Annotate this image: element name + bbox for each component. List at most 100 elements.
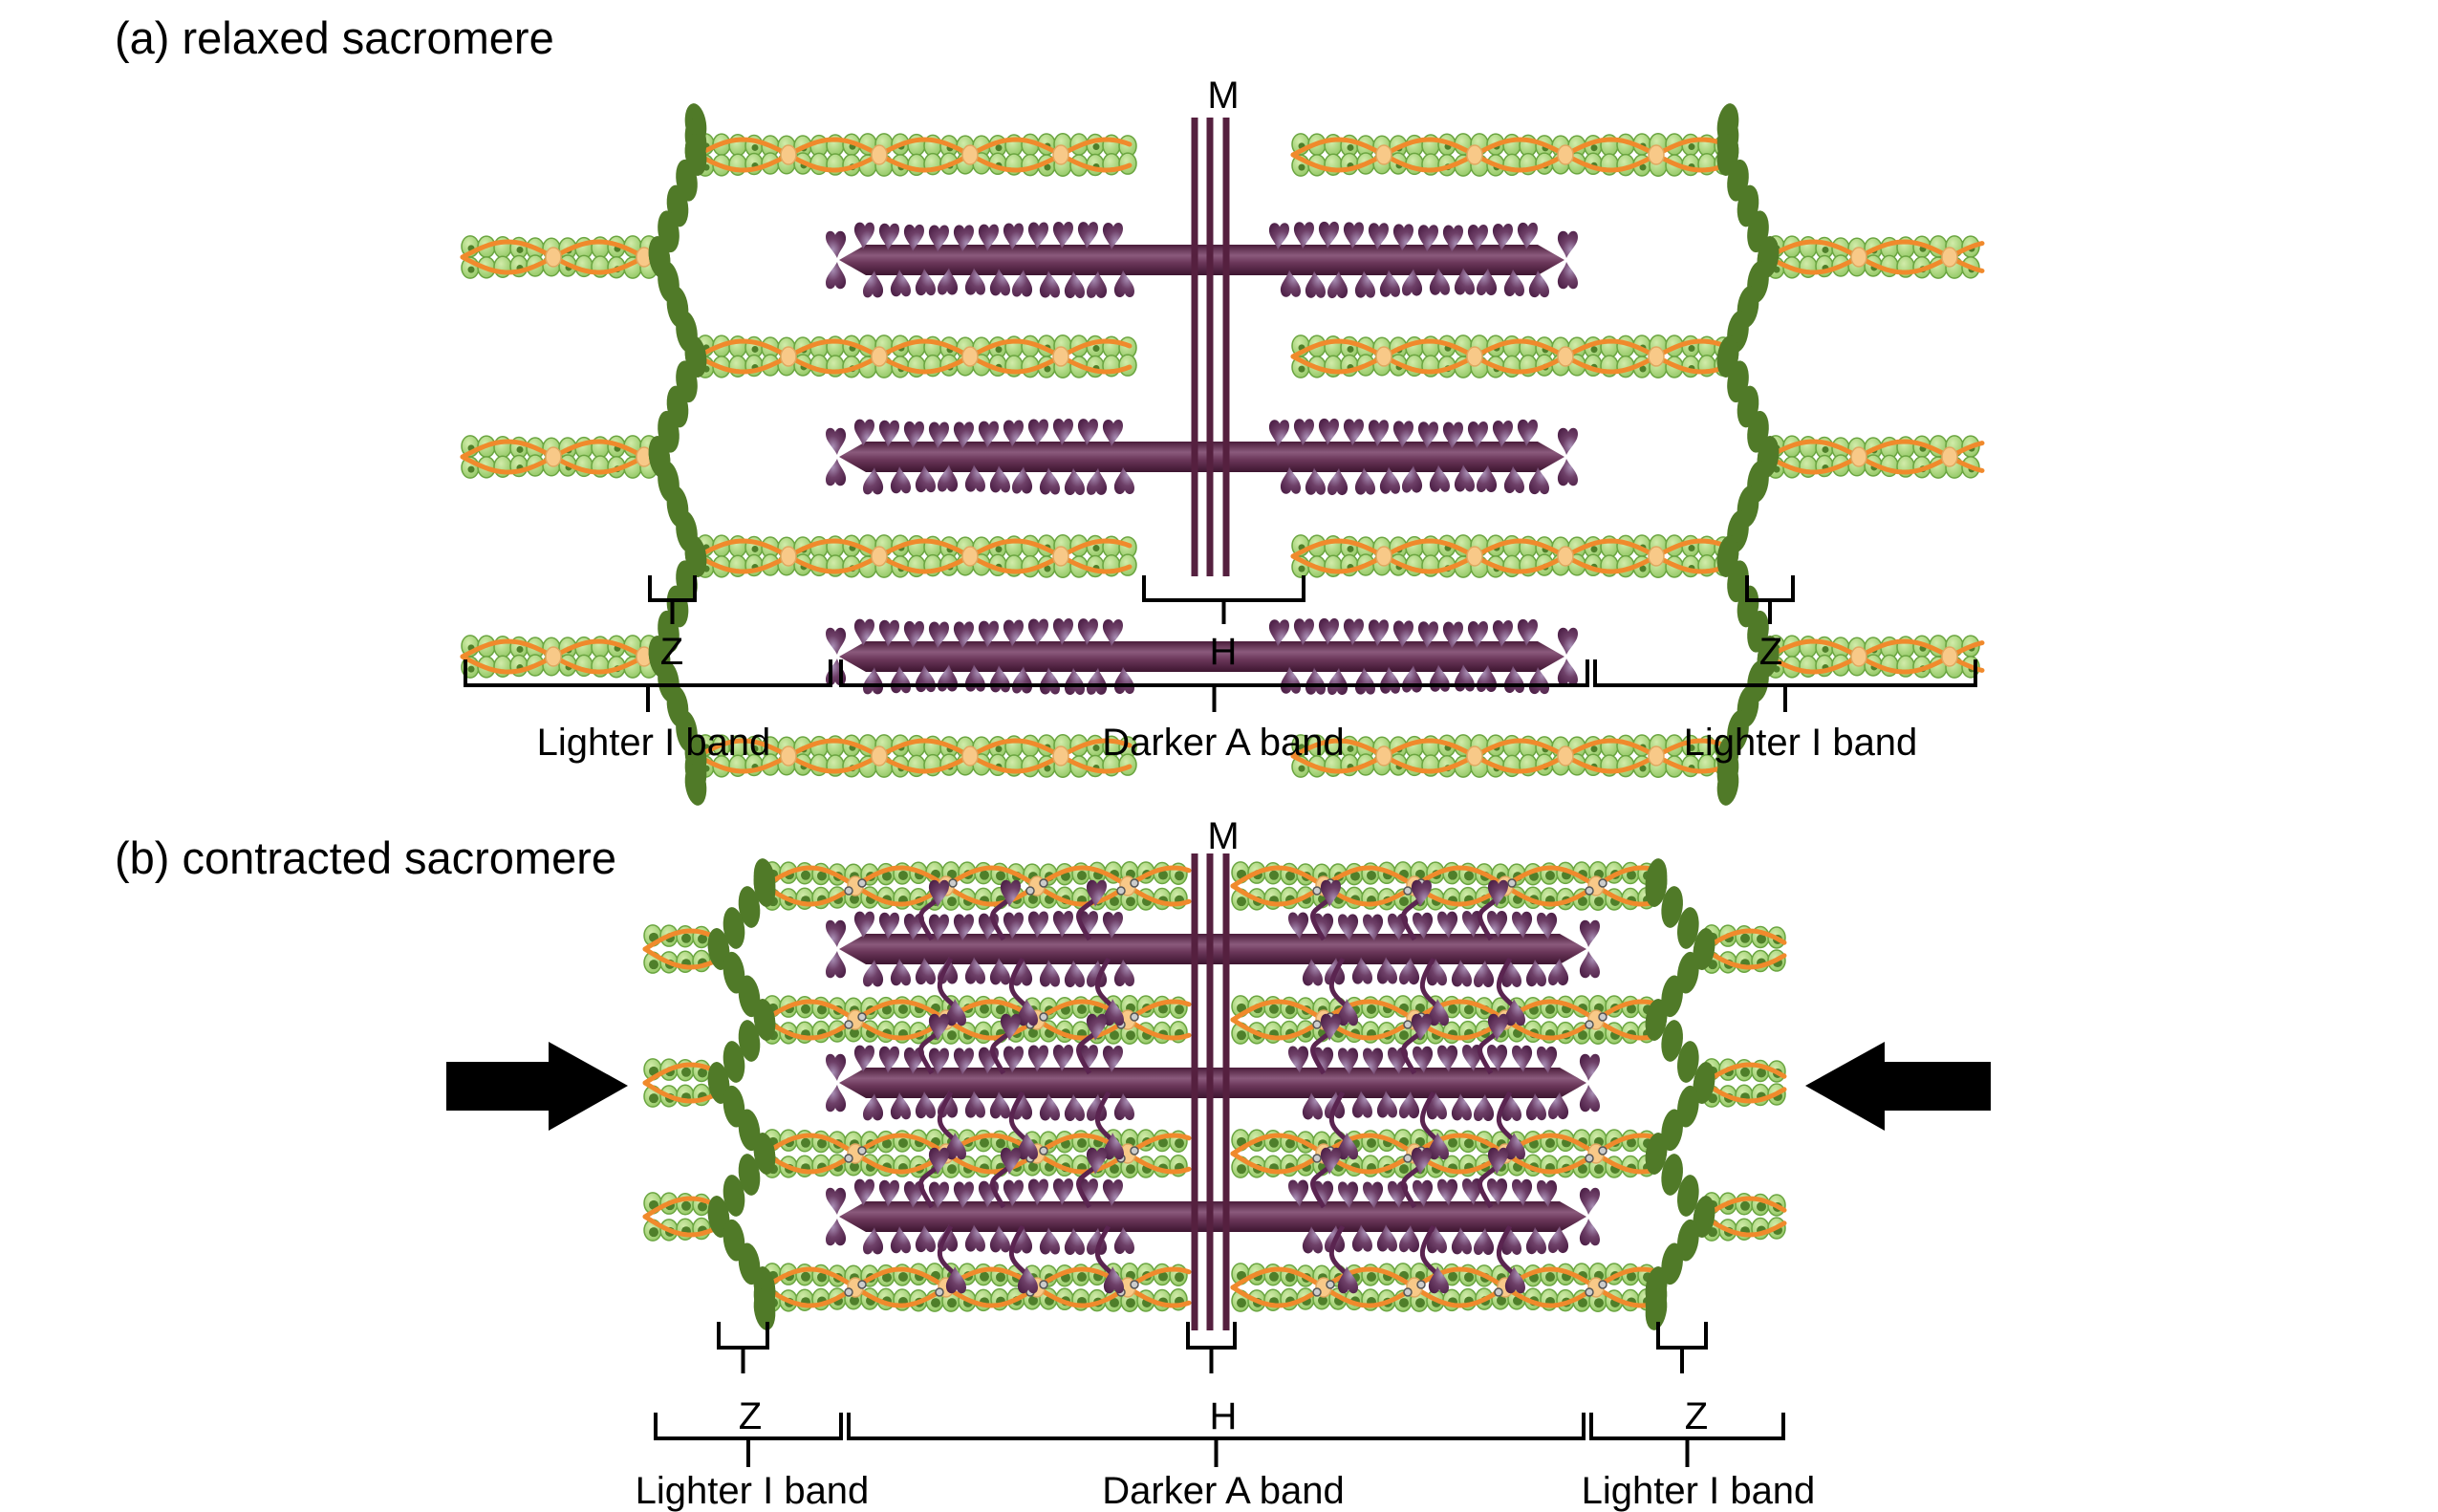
actin-bead-core [801, 870, 810, 880]
myosin-head-shape [1442, 421, 1463, 449]
myosin-head-shape [978, 421, 999, 448]
troponin [1052, 546, 1069, 567]
myosin-head-shape [1087, 667, 1108, 695]
myosin-head-shape [1487, 911, 1508, 939]
myosin-head [1351, 1091, 1372, 1118]
troponin [1052, 346, 1069, 367]
myosin-head-shape [1451, 960, 1472, 987]
myosin-head [1579, 1053, 1600, 1081]
myosin-head [863, 467, 884, 495]
myosin-head [1426, 1092, 1447, 1120]
actin-filament [695, 133, 1137, 177]
myosin-head-shape [1288, 912, 1309, 940]
myosin-head [915, 1091, 936, 1119]
actin-bead-core [1237, 1164, 1246, 1175]
myosin-head [1017, 1266, 1038, 1294]
myosin-head-shape [928, 914, 949, 941]
myosin-head-shape [1500, 960, 1521, 987]
myosin-head [1003, 420, 1024, 447]
myosin-head-shape [1411, 1013, 1432, 1041]
myosin-head [1305, 467, 1326, 495]
actin-bead-core [1298, 565, 1305, 572]
actin-bead-core [1545, 1138, 1555, 1149]
troponin [545, 646, 562, 667]
actin-bead-core [1028, 1027, 1038, 1038]
myosin-head [1064, 467, 1085, 496]
myosin-head-shape [826, 459, 847, 486]
myosin-head [1077, 419, 1098, 446]
myosin-head [1268, 420, 1289, 447]
z-disc-segment [1693, 1062, 1715, 1104]
myosin-head [1557, 659, 1578, 686]
actin-bead-core [898, 870, 908, 880]
myosin-head-shape [1064, 467, 1085, 496]
myosin-head [1413, 912, 1434, 940]
actin-bead-core [1028, 894, 1038, 904]
myosin-head [953, 421, 974, 449]
troponin [545, 247, 562, 268]
myosin-head-shape [978, 224, 999, 251]
actin-bead-core [1639, 565, 1647, 572]
myosin-head [1417, 621, 1438, 649]
myosin-head [1517, 222, 1538, 250]
cross-bridge-neck [1310, 1031, 1331, 1075]
h-bracket [1142, 575, 1305, 624]
z-disc-segment [723, 1219, 745, 1262]
troponin [1466, 546, 1483, 567]
myosin-tail [839, 442, 1564, 472]
panel-relaxed: (a) relaxed sacromere M Z H Z Lighter I … [115, 12, 1985, 806]
myosin-head-shape [1512, 1178, 1533, 1207]
actin-bead-core [1590, 745, 1598, 753]
myosin-head [1504, 1266, 1525, 1294]
cross-bridge-neck [1496, 1091, 1516, 1142]
myosin-head-shape [1426, 1226, 1447, 1254]
cross-bridge-neck [990, 1165, 1011, 1209]
myosin-head-shape [1039, 1227, 1060, 1255]
myosin-head [1027, 618, 1048, 646]
myosin-head [1039, 1093, 1060, 1121]
actin-bead-core [751, 143, 759, 151]
myosin-head-shape [1399, 1091, 1420, 1119]
actin-bead-core [1688, 345, 1695, 353]
myosin-head [989, 958, 1010, 985]
myosin-head [1003, 1179, 1024, 1207]
actin-filament [642, 1192, 717, 1242]
actin-bead-core [1688, 745, 1695, 752]
myosin-head-shape [1442, 225, 1463, 252]
myosin-head-shape [1302, 959, 1323, 986]
myosin-head [1363, 914, 1384, 941]
actin-bead-core [817, 871, 827, 881]
myosin-head [878, 912, 899, 940]
myosin-head [1288, 1046, 1309, 1073]
myosin-head [1579, 1085, 1600, 1112]
bracket-layer [464, 575, 1977, 712]
myosin-head [1313, 1180, 1334, 1208]
myosin-head [1399, 1224, 1420, 1253]
z-disc-segment [723, 1041, 745, 1083]
myosin-head-shape [953, 421, 974, 449]
myosin-head-shape [1064, 270, 1085, 299]
actin-bead-core [698, 1068, 707, 1078]
myosin-head-shape [1027, 911, 1048, 939]
myosin-head-shape [878, 223, 899, 251]
myosin-head-shape [1354, 467, 1375, 495]
myosin-head-shape [1487, 1178, 1508, 1206]
myosin-head-shape [1305, 270, 1326, 298]
z-disc-segment [723, 1085, 745, 1128]
actin-bead-core [1126, 1030, 1135, 1041]
myosin-head [1102, 1045, 1123, 1073]
myosin-head-shape [1113, 1226, 1134, 1255]
actin-bead-core [996, 871, 1005, 881]
myosin-head-shape [1451, 1093, 1472, 1121]
myosin-head [1462, 1177, 1483, 1206]
myosin-head-shape [1337, 999, 1358, 1026]
actin-bead-core [1578, 1298, 1587, 1308]
actin-bead-core [931, 1298, 940, 1308]
myosin-head-shape [1557, 459, 1578, 486]
myosin-head [853, 618, 874, 646]
myosin-head [1077, 222, 1098, 249]
myosin-head-shape [1376, 957, 1397, 984]
myosin-head [1487, 879, 1508, 907]
i-band-bracket [654, 1413, 843, 1467]
myosin-head-shape [1451, 1227, 1472, 1255]
